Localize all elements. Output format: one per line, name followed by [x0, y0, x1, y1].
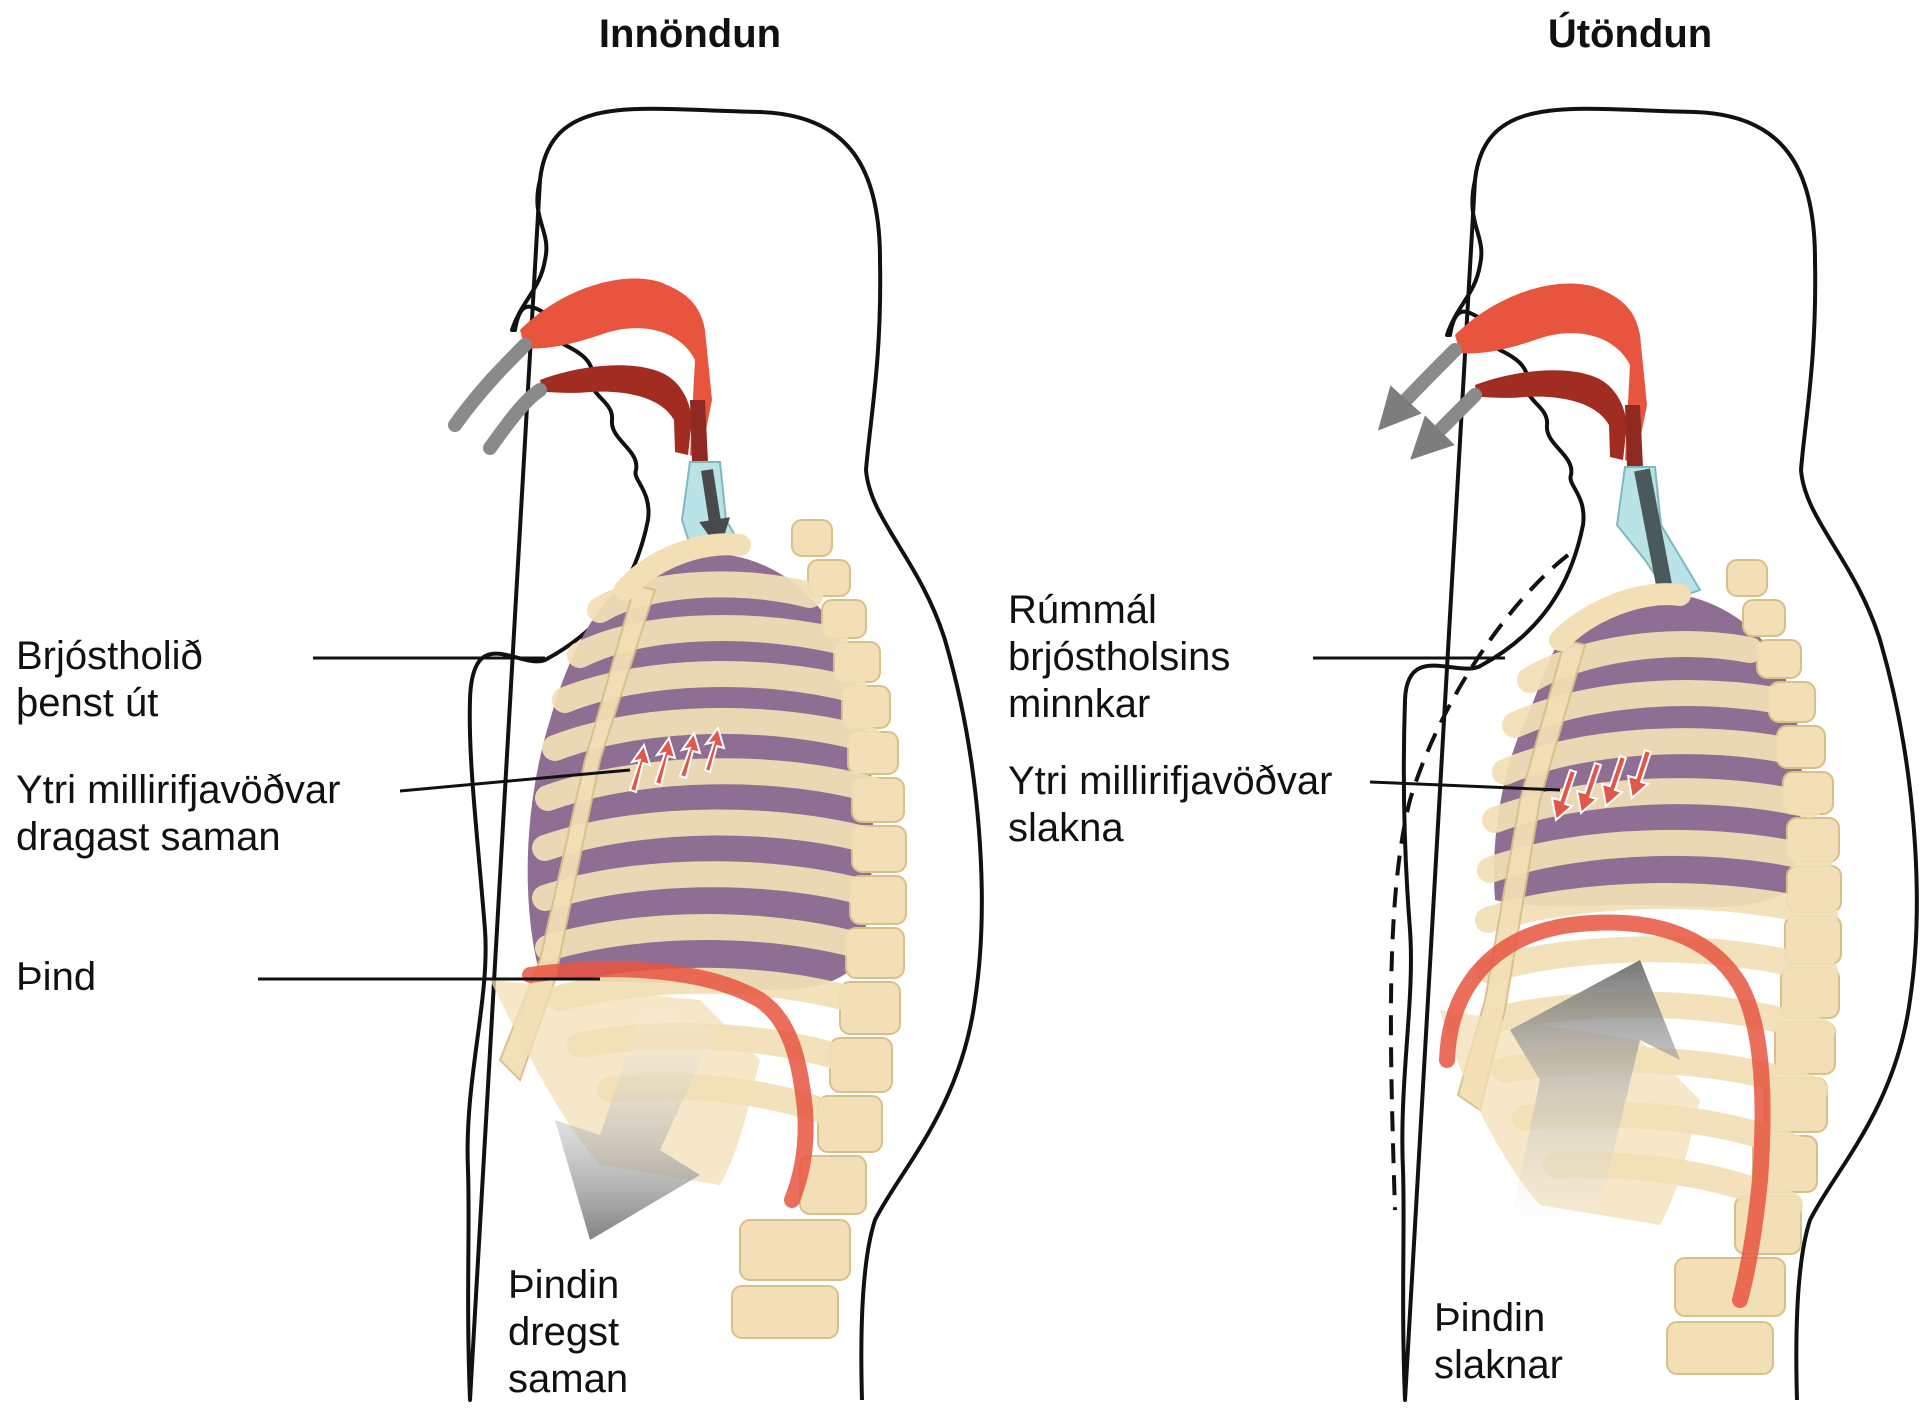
label-diaphragm-contracts: Þindin dregst saman [508, 1262, 628, 1403]
nasal-cavity [1455, 283, 1647, 465]
label-line: Brjóstholið [16, 634, 203, 678]
label-line: Rúmmál [1008, 588, 1157, 632]
sternum [498, 583, 657, 1082]
muscle-arrow-icon [628, 725, 726, 794]
body-outline [465, 106, 984, 1402]
trachea-airway [1634, 468, 1673, 592]
muscle-arrow-icon [1550, 748, 1653, 822]
clavicle [1549, 583, 1691, 651]
diaphragm-arrow-icon [1505, 960, 1680, 1250]
label-line: Þindin [508, 1263, 620, 1307]
exhale-panel [1313, 106, 1919, 1402]
inhale-title: Innöndun [598, 12, 782, 56]
airflow-arrow-icon [448, 338, 532, 432]
airflow-arrow-icon [699, 469, 731, 551]
airflow-arrow-icon [1377, 343, 1462, 431]
label-line: dragast saman [16, 815, 281, 859]
pharynx [690, 400, 708, 462]
pharynx [1625, 405, 1643, 467]
oral-cavity [1475, 370, 1627, 460]
previous-chest-outline [1388, 553, 1570, 1211]
label-line: dregst [508, 1310, 620, 1354]
label-line: Ytri millirifjavöðvar [16, 768, 341, 812]
airflow-arrow-icon [483, 383, 547, 455]
label-line: Ytri millirifjavöðvar [1008, 759, 1333, 803]
label-thorax-volume-decreases: Rúmmál brjóstholsins minnkar [1008, 587, 1230, 728]
label-line: Þind [16, 955, 97, 999]
label-diaphragm-relaxes: Þindin slaknar [1434, 1295, 1563, 1389]
diaphragm-arrow-icon [555, 1000, 715, 1240]
label-line: slakna [1008, 806, 1124, 850]
label-diaphragm: Þind [16, 954, 96, 1001]
nasal-cavity [520, 278, 712, 460]
label-line: Þindin [1434, 1296, 1546, 1340]
label-line: slaknar [1434, 1343, 1563, 1387]
label-intercostal-contract: Ytri millirifjavöðvar dragast saman [16, 767, 341, 861]
leader-line-intercostal [399, 768, 631, 793]
label-line: minnkar [1008, 682, 1151, 726]
label-line: brjóstholsins [1008, 635, 1231, 679]
body-outline [1400, 106, 1919, 1402]
diaphragm [522, 961, 814, 1208]
leader-line-intercostal [1369, 780, 1561, 792]
label-thorax-expands: Brjóstholið þenst út [16, 633, 203, 727]
diaphragm [1439, 914, 1771, 1308]
label-intercostal-relax: Ytri millirifjavöðvar slakna [1008, 758, 1333, 852]
exhale-title: Útöndun [1547, 12, 1713, 56]
label-line: saman [508, 1357, 629, 1401]
inhale-panel [258, 106, 984, 1402]
label-line: þenst út [16, 681, 159, 725]
airflow-arrow-icon [1410, 388, 1482, 460]
clavicle [614, 533, 751, 601]
oral-cavity [540, 365, 692, 455]
